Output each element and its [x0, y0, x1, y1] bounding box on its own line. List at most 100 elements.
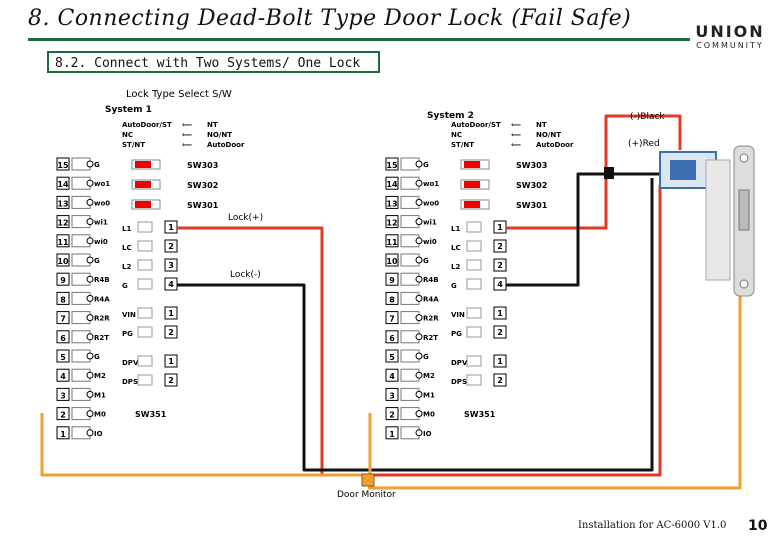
system2-terminal-num-box-9 — [385, 272, 399, 286]
system2-terminal-num-box-6 — [385, 330, 399, 344]
system2-terminal-num-box-8 — [385, 291, 399, 305]
red-wire-sys2-lock-plus — [506, 128, 608, 230]
system2-lock-block-socket-1 — [466, 240, 482, 252]
system1-terminal-screw-5 — [86, 352, 94, 360]
system2-legend-arrow-0: ⟸ — [511, 121, 521, 129]
system2-power-block-label-0: VIN — [451, 311, 465, 319]
system2-terminal-label-2: M0 — [423, 411, 435, 419]
system1-dps-block-label-1: DPS — [122, 378, 138, 386]
system2-terminal-screw-9 — [415, 275, 423, 283]
system2-power-block-socket-0 — [466, 307, 482, 319]
title-divider — [28, 38, 690, 41]
red-wire-to-lock — [604, 114, 682, 150]
system2-power-block-pin-box-0 — [493, 306, 507, 320]
system2-terminal-num-15: 15 — [386, 161, 398, 170]
system1-lock-block-socket-1 — [137, 240, 153, 252]
system2-terminal-num-8: 8 — [389, 295, 395, 304]
system1-switch-label-SW303: SW303 — [187, 161, 218, 170]
page-number: 10 — [748, 518, 768, 534]
system2-terminal-screw-6 — [415, 333, 423, 341]
system2-legend-arrow-1: ⟸ — [511, 131, 521, 139]
system1-power-block-socket-1 — [137, 326, 153, 338]
system2-label: System 2 — [427, 111, 474, 121]
black-wire-junction — [604, 167, 614, 179]
black-wire-sys1-lock-minus — [177, 178, 654, 472]
system1-terminal-num-13: 13 — [57, 199, 68, 208]
system2-terminal-num-11: 11 — [386, 238, 398, 247]
system1-legend-a-1: NC — [122, 131, 133, 139]
system2-switch-label-SW302: SW302 — [516, 181, 547, 190]
system2-legend-b-1: NO/NT — [536, 131, 561, 139]
lock-cylinder — [705, 159, 731, 281]
black-wire-sys2-lock-minus — [506, 172, 672, 287]
system2-legend-a-0: AutoDoor/ST — [451, 121, 501, 129]
system1-legend-arrow-0: ⟸ — [182, 121, 192, 129]
system1-terminal-screw-6 — [86, 333, 94, 341]
system1-terminal-num-box-14 — [56, 176, 70, 190]
system2-terminal-label-4: M2 — [423, 372, 435, 380]
system1-terminal-label-4: M2 — [94, 372, 106, 380]
system2-terminal-screw-13 — [415, 198, 423, 206]
system2-terminal-num-13: 13 — [386, 199, 397, 208]
system1-terminal-num-11: 11 — [57, 238, 69, 247]
system2-terminal-screw-3 — [415, 390, 423, 398]
system1-terminal-screw-2 — [86, 410, 94, 418]
system2-sw-label: SW351 — [464, 410, 496, 419]
system1-lock-block-socket-0 — [137, 221, 153, 233]
system1-terminal-screw-14 — [86, 179, 94, 187]
system1-terminal-num-3: 3 — [60, 391, 66, 400]
system1-terminal-num-box-4 — [56, 368, 70, 382]
system2-terminal-num-box-3 — [385, 387, 399, 401]
system2-lock2-block-label-0: L2 — [451, 263, 460, 271]
system2-power-block-pin-box-1 — [493, 325, 507, 339]
system1-terminal-label-3: M1 — [94, 391, 106, 399]
system2-terminal-num-box-4 — [385, 368, 399, 382]
system2-terminal-screw-10 — [415, 256, 423, 264]
system1-power-block-pin-1: 2 — [168, 328, 174, 337]
system2-terminal-label-10: G — [423, 257, 429, 265]
system1-lock2-block-socket-1 — [137, 278, 153, 290]
system1-terminal-screw-15 — [86, 160, 94, 168]
system2-lock-block-socket-0 — [466, 221, 482, 233]
system1-lock-block-label-1: LC — [122, 244, 132, 252]
system1-terminal-num-1: 1 — [60, 430, 66, 439]
system1-dps-block-socket-1 — [137, 374, 153, 386]
system1-terminal-num-14: 14 — [57, 180, 69, 189]
system1-power-block-label-0: VIN — [122, 311, 136, 319]
system2-board: AutoDoor/ST⟸NTNC⟸NO/NTST/NT⟸AutoDoorSW30… — [385, 121, 574, 440]
system1-legend-b-0: NT — [207, 121, 218, 129]
system2-lock2-block-socket-0 — [466, 259, 482, 271]
system2-legend-arrow-2: ⟸ — [511, 141, 521, 149]
system1-lock2-block-pin-0: 3 — [168, 261, 174, 270]
system1-terminal-label-6: R2T — [94, 334, 109, 342]
system1-legend-arrow-2: ⟸ — [182, 141, 192, 149]
system2-legend-a-2: ST/NT — [451, 141, 474, 149]
black-wire-label: (-)Black — [630, 112, 665, 122]
system1-dps-block-label-0: DPV — [122, 359, 139, 367]
system2-terminal-screw-2 — [415, 410, 423, 418]
system2-dps-block-pin-box-1 — [493, 373, 507, 387]
system1-terminal-screw-12 — [86, 218, 94, 226]
system1-switch-knob-SW303 — [135, 161, 151, 168]
system2-switch-label-SW301: SW301 — [516, 201, 548, 210]
system1-terminal-screw-1 — [86, 429, 94, 437]
system1-terminal-label-8: R4A — [94, 295, 110, 303]
system2-switch-knob-SW302 — [464, 181, 480, 188]
system2-terminal-screw-1 — [415, 429, 423, 437]
system1-terminal-label-5: G — [94, 353, 100, 361]
system2-terminal-label-7: R2R — [423, 315, 439, 323]
lock-connector-chip — [670, 160, 696, 180]
system1-switch-label-SW302: SW302 — [187, 181, 218, 190]
system2-dps-block-pin-1: 2 — [497, 376, 503, 385]
system2-dps-block-socket-1 — [466, 374, 482, 386]
faceplate-screw-top — [739, 153, 749, 163]
system1-terminal-num-12: 12 — [57, 219, 68, 228]
system2-terminal-num-box-5 — [385, 349, 399, 363]
system2-terminal-num-12: 12 — [386, 219, 397, 228]
system2-power-block-socket-1 — [466, 326, 482, 338]
system1-power-block-socket-0 — [137, 307, 153, 319]
faceplate-screw-bottom — [739, 279, 749, 289]
system1-terminal-screw-4 — [86, 371, 94, 379]
system2-terminal-num-box-7 — [385, 311, 399, 325]
system2-terminal-num-box-14 — [385, 176, 399, 190]
